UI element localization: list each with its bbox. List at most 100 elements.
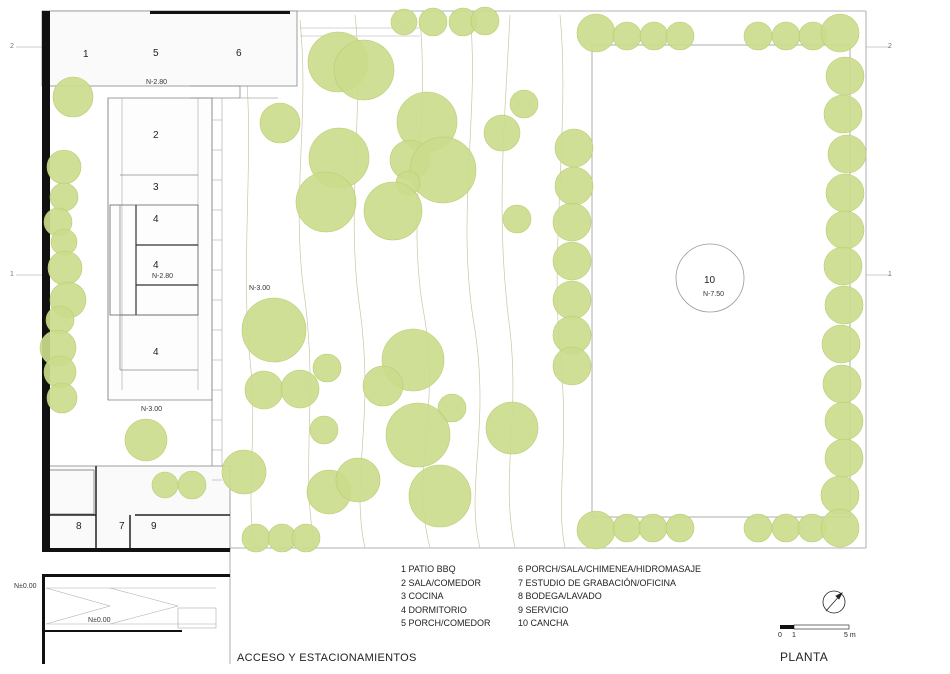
tree-canopy (824, 438, 864, 478)
room-number-1: 1 (83, 49, 89, 60)
tree-canopy (552, 280, 592, 320)
tree-canopy (408, 464, 472, 528)
tree-canopy (409, 136, 477, 204)
scale-label-5m: 5 m (844, 632, 856, 639)
tree-canopy (825, 56, 865, 96)
legend-item-2: 2 SALA/COMEDOR (401, 577, 482, 588)
level-access-inner: N±0.00 (88, 617, 111, 624)
tree-canopy (49, 182, 79, 212)
room-number-4b: 4 (153, 260, 159, 271)
tree-canopy (820, 475, 860, 515)
room-number-9: 9 (151, 521, 157, 532)
house (41, 10, 420, 551)
legend-item-5: 5 PORCH/COMEDOR (401, 618, 491, 629)
trees (39, 6, 867, 553)
legend-col-1: 1 PATIO BBQ 2 SALA/COMEDOR 3 COCINA 4 DO… (401, 563, 491, 631)
room-number-4a: 4 (153, 214, 159, 225)
tree-canopy (295, 171, 357, 233)
level-porch: N-2.80 (146, 79, 168, 86)
tree-canopy (552, 202, 592, 242)
tree-canopy (485, 401, 539, 455)
north-arrow (822, 590, 846, 614)
legend-item-7: 7 ESTUDIO DE GRABACIÓN/OFICINA (518, 577, 677, 588)
tree-canopy (45, 305, 75, 335)
tree-canopy (312, 353, 342, 383)
legend-item-10: 10 CANCHA (518, 618, 569, 629)
tree-canopy (385, 402, 451, 468)
legend-col-2: 6 PORCH/SALA/CHIMENEA/HIDROMASAJE 7 ESTU… (518, 563, 701, 631)
tree-canopy (46, 382, 78, 414)
tree-canopy (665, 21, 695, 51)
tree-canopy (820, 13, 860, 53)
legend-item-1: 1 PATIO BBQ (401, 564, 456, 574)
tree-canopy (554, 128, 594, 168)
tree-canopy (552, 241, 592, 281)
tree-canopy (177, 470, 207, 500)
tree-canopy (280, 369, 320, 409)
room-number-6: 6 (236, 48, 242, 59)
tree-canopy (823, 246, 863, 286)
tree-canopy (483, 114, 521, 152)
room-number-3: 3 (153, 182, 159, 193)
scale-bar (780, 624, 850, 630)
tree-canopy (221, 449, 267, 495)
level-lower: N-3.00 (141, 406, 163, 413)
tree-canopy (47, 250, 83, 286)
scale-label-0: 0 (778, 632, 782, 639)
legend-item-9: 9 SERVICIO (518, 604, 569, 615)
walls (42, 11, 290, 664)
tree-canopy (771, 21, 801, 51)
caption-plan: PLANTA (780, 650, 829, 664)
tree-canopy (259, 102, 301, 144)
tree-canopy (335, 457, 381, 503)
tree-canopy (576, 510, 616, 550)
tree-canopy (363, 181, 423, 241)
tree-canopy (554, 166, 594, 206)
tree-canopy (576, 13, 616, 53)
scale-label-1: 1 (792, 632, 796, 639)
tree-canopy (437, 393, 467, 423)
room-number-10: 10 (704, 275, 716, 286)
axis-mark-1-right: 1 (888, 271, 892, 278)
tree-canopy (771, 513, 801, 543)
tree-canopy (824, 285, 864, 325)
court (591, 44, 851, 518)
tree-canopy (665, 513, 695, 543)
tree-canopy (46, 149, 82, 185)
tree-canopy (470, 6, 500, 36)
tree-canopy (612, 21, 642, 51)
legend-item-4: 4 DORMITORIO (401, 604, 467, 615)
tree-canopy (241, 523, 271, 553)
tree-canopy (333, 39, 395, 101)
tree-canopy (827, 134, 867, 174)
room-number-4c: 4 (153, 347, 159, 358)
tree-canopy (823, 94, 863, 134)
tree-canopy (309, 415, 339, 445)
tree-canopy (639, 21, 669, 51)
tree-canopy (825, 210, 865, 250)
room-number-7: 7 (119, 521, 125, 532)
tree-canopy (418, 7, 448, 37)
tree-canopy (244, 370, 284, 410)
legend-item-3: 3 COCINA (401, 591, 444, 602)
tree-canopy (52, 76, 94, 118)
level-garden: N-3.00 (249, 285, 271, 292)
room-number-2: 2 (153, 130, 159, 141)
tree-canopy (502, 204, 532, 234)
tree-canopy (362, 365, 404, 407)
tree-canopy (241, 297, 307, 363)
legend-item-6: 6 PORCH/SALA/CHIMENEA/HIDROMASAJE (518, 564, 702, 574)
tree-canopy (743, 21, 773, 51)
tree-canopy (124, 418, 168, 462)
tree-canopy (820, 508, 860, 548)
axis-lines (16, 46, 890, 276)
caption-access-parking: ACCESO Y ESTACIONAMIENTOS (237, 652, 417, 664)
axis-mark-1-left: 1 (10, 271, 14, 278)
tree-canopy (821, 324, 861, 364)
tree-canopy (638, 513, 668, 543)
room-number-5: 5 (153, 48, 159, 59)
tree-canopy (151, 471, 179, 499)
tree-canopy (824, 401, 864, 441)
level-court: N-7.50 (703, 291, 725, 298)
